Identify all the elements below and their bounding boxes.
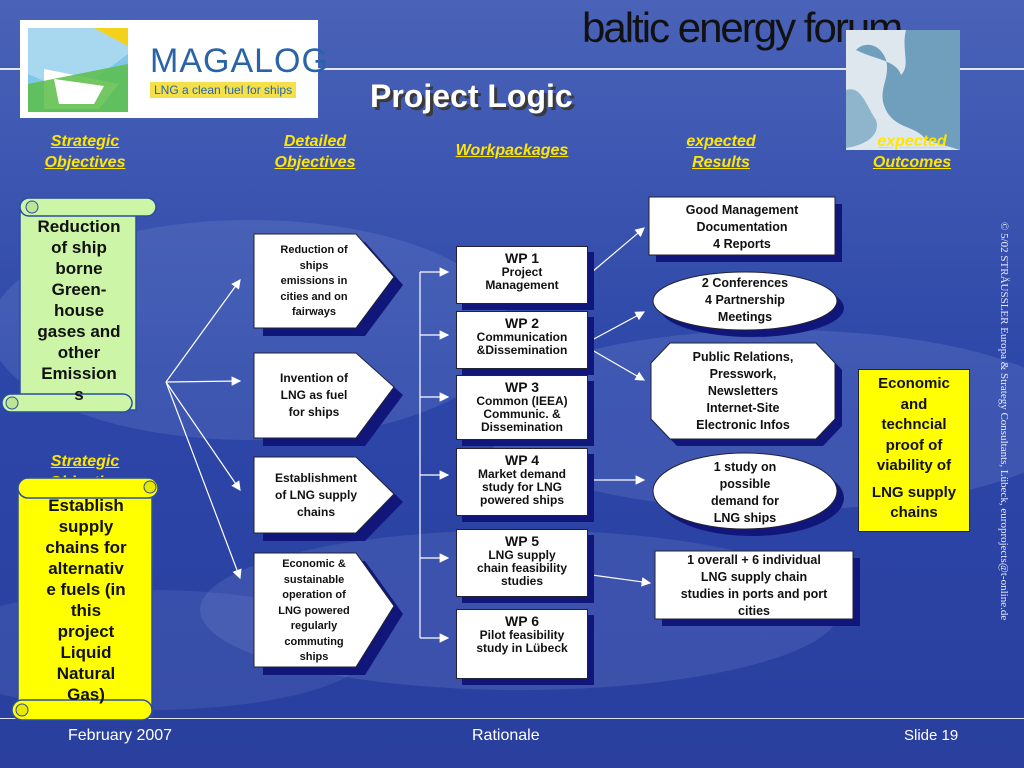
- footer-center: Rationale: [472, 727, 540, 744]
- heading-expected-outcomes: expected Outcomes: [872, 133, 952, 171]
- detailed-objective-1: Reduction of ships emissions in cities a…: [280, 244, 348, 318]
- detailed-objective-4: Economic & sustainable operation of LNG …: [278, 558, 350, 663]
- baltic-map: [846, 30, 960, 150]
- workpackage-wp6: WP 6 Pilot feasibility study in Lübeck: [456, 609, 588, 679]
- workpackage-wp1: WP 1 Project Management: [456, 246, 588, 304]
- result-3: Public Relations, Presswork, Newsletters…: [692, 350, 794, 432]
- workpackage-wp4: WP 4 Market demand study for LNG powered…: [456, 448, 588, 516]
- strategic-objective-2: Establish supply chains for alternativ e…: [45, 496, 127, 704]
- header-rule-top: [0, 68, 1024, 70]
- workpackage-wp2: WP 2 Communication &Dissemination: [456, 311, 588, 369]
- workpackage-wp3: WP 3 Common (IEEA) Communic. & Dissemina…: [456, 375, 588, 440]
- copyright-notice: © 5/02 STRÄUSSLER Europa & Strategy Cons…: [998, 222, 1010, 621]
- result-1: Good Management Documentation 4 Reports: [685, 203, 799, 251]
- strategic-objective-1: Reduction of ship borne Green- house gas…: [37, 217, 121, 404]
- heading-detailed-objectives: Detailed Objectives: [274, 133, 356, 171]
- logo-tagline: LNG a clean fuel for ships: [150, 82, 297, 98]
- heading-expected-results: expected Results: [686, 133, 756, 171]
- ship-logo-icon: [28, 28, 128, 112]
- logo-name: MAGALOG: [150, 42, 329, 80]
- footer-slide-number: Slide 19: [904, 727, 959, 744]
- workpackage-wp5: WP 5 LNG supply chain feasibility studie…: [456, 529, 588, 597]
- heading-strategic-objectives: Strategic Objectives: [44, 133, 126, 171]
- scroll-shape-2: [11, 477, 159, 721]
- detailed-objective-2: Invention of LNG as fuel for ships: [280, 371, 348, 419]
- expected-outcome-box: Economic and techncial proof of viabilit…: [858, 369, 970, 532]
- detailed-objective-3: Establishment of LNG supply chains: [274, 471, 358, 519]
- result-5: 1 overall + 6 individual LNG supply chai…: [680, 553, 828, 618]
- result-2: 2 Conferences 4 Partnership Meetings: [701, 276, 789, 324]
- footer-rule: [0, 718, 1024, 719]
- footer-date: February 2007: [68, 727, 173, 744]
- magalog-logo: MAGALOG LNG a clean fuel for ships: [20, 20, 328, 118]
- heading-workpackages: Workpackages: [455, 142, 569, 159]
- result-4: 1 study on possible demand for LNG ships: [710, 460, 780, 525]
- map-icon: [846, 30, 960, 150]
- scroll-shape-1: [1, 197, 157, 413]
- page-title: Project Logic: [370, 78, 573, 114]
